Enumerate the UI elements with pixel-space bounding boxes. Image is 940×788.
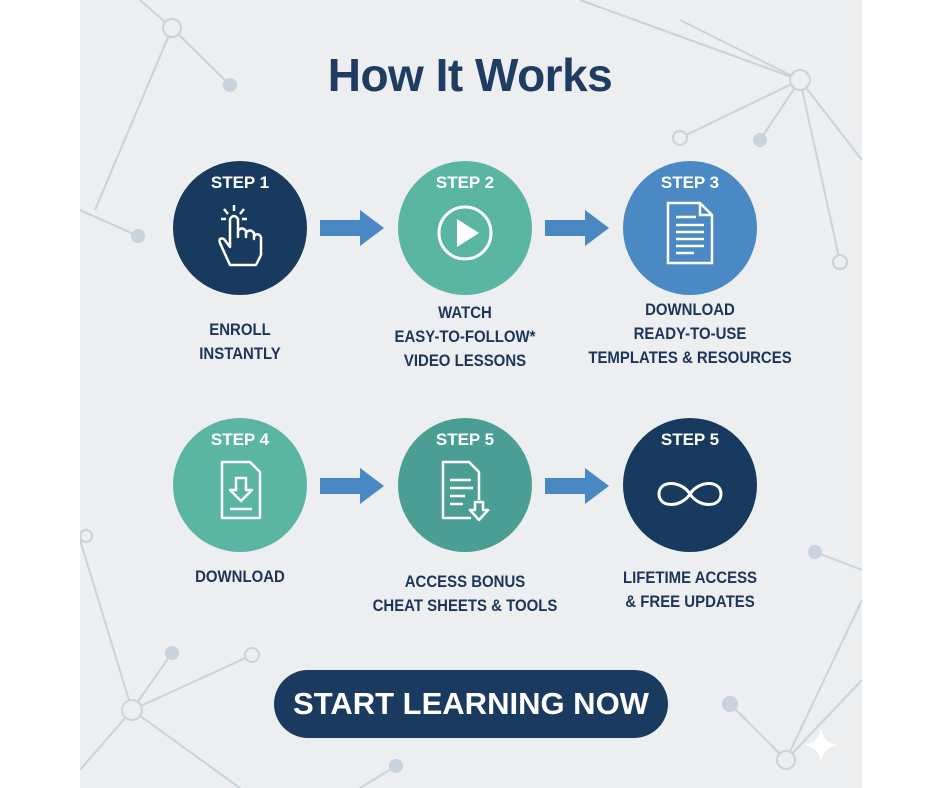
step-label: STEP 2	[435, 173, 495, 192]
label-line: LIFETIME ACCESS	[622, 568, 758, 587]
step-label: STEP 5	[660, 430, 720, 449]
label-line: TEMPLATES & RESOURCES	[588, 348, 792, 367]
background-panel	[80, 0, 862, 788]
step-5-description: ACCESS BONUS CHEAT SHEETS & TOOLS	[359, 570, 570, 618]
label-line: ENROLL	[209, 320, 271, 339]
file-download-icon	[220, 460, 262, 520]
label-line: ACCESS BONUS	[404, 572, 526, 591]
step-2-circle: STEP 2	[398, 161, 532, 295]
label-line: & FREE UPDATES	[625, 592, 755, 611]
hand-pointer-icon	[218, 205, 263, 267]
step-3-description: DOWNLOAD READY-TO-USE TEMPLATES & RESOUR…	[584, 298, 795, 370]
label-line: READY-TO-USE	[633, 324, 747, 343]
page-title: How It Works	[327, 49, 613, 101]
step-4-description: DOWNLOAD	[134, 565, 345, 589]
label-line: DOWNLOAD	[645, 300, 735, 319]
step-label: STEP 3	[660, 173, 720, 192]
step-3-circle: STEP 3	[623, 161, 757, 295]
step-5-circle: STEP 5	[398, 418, 532, 552]
step-label: STEP 4	[210, 430, 270, 449]
arrow-right-icon	[545, 210, 609, 246]
infinity-icon	[657, 482, 723, 506]
play-icon	[437, 205, 493, 261]
sparkle-icon	[804, 728, 838, 762]
arrow-right-icon	[545, 468, 609, 504]
network-decoration	[80, 0, 862, 788]
label-line: WATCH	[438, 303, 492, 322]
step-6-circle: STEP 5	[623, 418, 757, 552]
step-6-description: LIFETIME ACCESS & FREE UPDATES	[584, 566, 795, 614]
document-icon	[666, 201, 714, 265]
step-1-circle: STEP 1	[173, 161, 307, 295]
label-line: EASY-TO-FOLLOW*	[394, 327, 536, 346]
start-learning-button[interactable]: START LEARNING NOW	[274, 670, 668, 738]
label-line: VIDEO LESSONS	[403, 351, 527, 370]
step-4-circle: STEP 4	[173, 418, 307, 552]
step-label: STEP 5	[435, 430, 495, 449]
step-2-description: WATCH EASY-TO-FOLLOW* VIDEO LESSONS	[359, 301, 570, 373]
label-line: INSTANTLY	[199, 344, 281, 363]
document-download-icon	[441, 460, 490, 522]
arrow-right-icon	[320, 210, 384, 246]
label-line: CHEAT SHEETS & TOOLS	[372, 596, 558, 615]
arrow-right-icon	[320, 468, 384, 504]
label-line: DOWNLOAD	[195, 567, 285, 586]
step-1-description: ENROLL INSTANTLY	[134, 318, 345, 366]
step-label: STEP 1	[210, 173, 270, 192]
